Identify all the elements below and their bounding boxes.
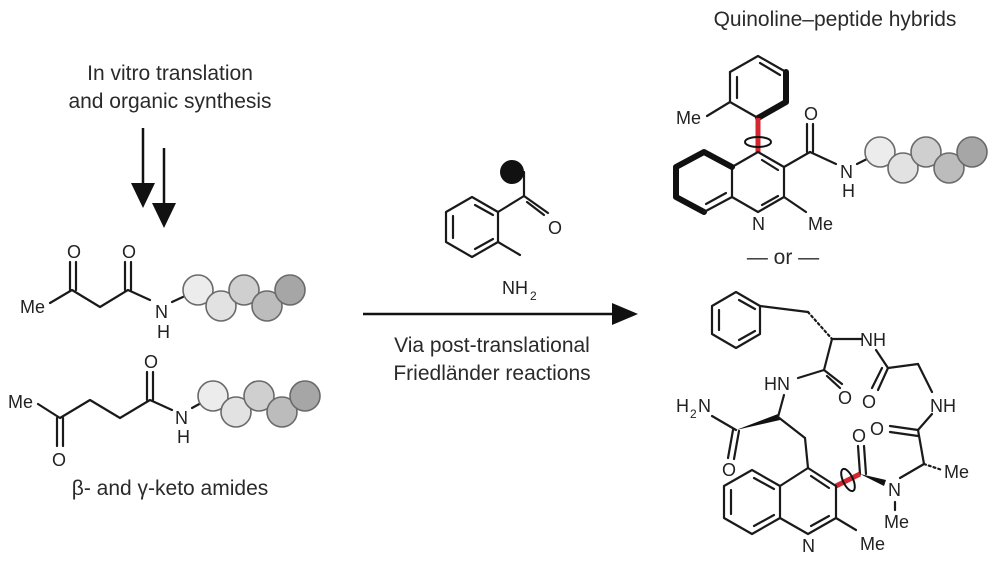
- atom-me: Me: [808, 214, 833, 234]
- peptide-bead: [220, 396, 252, 428]
- atom-h: H: [676, 396, 689, 416]
- atom-me: Me: [676, 108, 701, 128]
- peptide-bead: [205, 290, 237, 322]
- atom-o: O: [870, 419, 884, 439]
- products-title: Quinoline–peptide hybrids: [714, 8, 957, 31]
- atom-o: O: [862, 392, 876, 412]
- peptide-bead: [228, 274, 260, 306]
- atom-o: O: [722, 460, 736, 480]
- double-down-arrow-icon: [131, 128, 176, 228]
- peptide-bead: [182, 274, 214, 306]
- atom-me: Me: [884, 512, 909, 532]
- peptide-bead: [887, 152, 919, 184]
- atom-me: Me: [20, 297, 45, 317]
- cyclic-quinoline-peptide-structure: NH O HN O NH O Me N: [676, 290, 969, 556]
- or-separator: — or —: [747, 246, 819, 269]
- peptide-bead: [864, 136, 896, 168]
- variable-group-dot-icon: [500, 160, 524, 184]
- atom-n: N: [802, 536, 815, 556]
- beta-keto-amide-structure: Me O O N H: [20, 242, 306, 342]
- atom-subscript: 2: [530, 289, 537, 303]
- atom-nh: NH: [502, 278, 528, 298]
- atom-n: N: [752, 214, 765, 234]
- reaction-arrow: [363, 303, 638, 325]
- peptide-bead: [266, 396, 298, 428]
- atom-o: O: [144, 352, 158, 372]
- peptide-bead: [933, 152, 965, 184]
- atom-o: O: [122, 242, 136, 262]
- atom-n: N: [155, 302, 168, 322]
- rotation-arrow-icon: [840, 467, 856, 493]
- atom-nh: NH: [930, 396, 956, 416]
- atom-n: N: [698, 396, 711, 416]
- condition-label-line1: Via post-translational: [394, 334, 590, 357]
- peptide-chain: [182, 274, 306, 322]
- atom-o: O: [52, 450, 66, 470]
- condition-label-line2: Friedländer reactions: [393, 362, 590, 385]
- peptide-bead: [274, 274, 306, 306]
- atom-o: O: [838, 388, 852, 408]
- atom-h: H: [842, 181, 855, 201]
- peptide-bead: [251, 290, 283, 322]
- gamma-keto-amide-structure: Me O O N H: [8, 352, 321, 470]
- atom-hn: HN: [764, 374, 790, 394]
- atom-o: O: [548, 218, 562, 238]
- peptide-chain: [197, 380, 321, 428]
- aminoaryl-ketone-reagent: O NH 2: [444, 160, 562, 303]
- left-panel: In vitro translation and organic synthes…: [8, 62, 321, 500]
- atom-n: N: [840, 162, 853, 182]
- atom-nh: NH: [860, 330, 886, 350]
- atom-subscript: 2: [690, 407, 697, 421]
- middle-panel: O NH 2 Via post-translational Friedlände…: [363, 160, 638, 385]
- right-panel: Quinoline–peptide hybrids Me O: [673, 8, 988, 556]
- peptide-bead: [289, 380, 321, 412]
- peptide-bead: [956, 136, 988, 168]
- atom-o: O: [67, 242, 81, 262]
- rotation-arrow-icon: [744, 136, 772, 148]
- atom-n: N: [175, 408, 188, 428]
- peptide-chain: [864, 136, 988, 184]
- process-label-line1: In vitro translation: [87, 62, 253, 85]
- atom-o: O: [852, 426, 866, 446]
- linear-quinoline-peptide-structure: Me O N H: [673, 54, 988, 234]
- atom-me: Me: [944, 462, 969, 482]
- process-label-line2: and organic synthesis: [68, 90, 271, 113]
- peptide-bead: [243, 380, 275, 412]
- atom-n: N: [888, 480, 901, 500]
- keto-amides-caption: β- and γ-keto amides: [72, 477, 269, 500]
- peptide-bead: [197, 380, 229, 412]
- atom-me: Me: [8, 392, 33, 412]
- peptide-bead: [910, 136, 942, 168]
- atom-o: O: [804, 104, 818, 124]
- atom-h: H: [177, 427, 190, 447]
- atom-me: Me: [860, 534, 885, 554]
- atom-h: H: [157, 322, 170, 342]
